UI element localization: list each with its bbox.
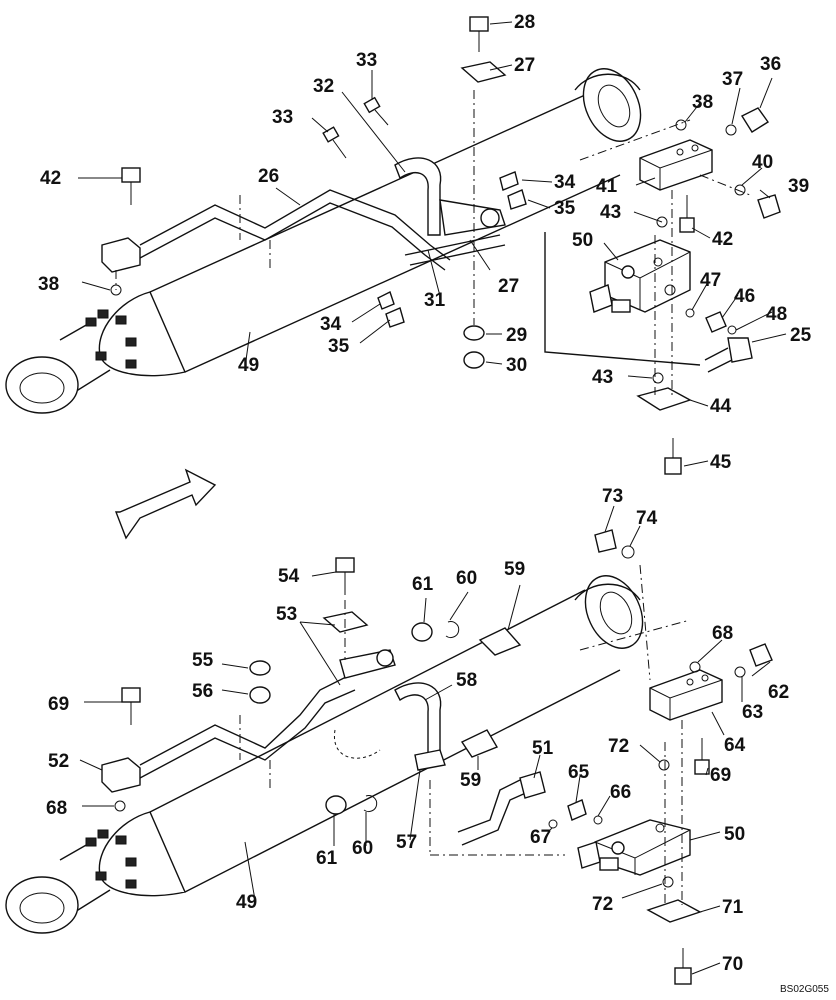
valve-block-50-lower: [577, 819, 691, 876]
callout-44: 44: [710, 396, 732, 417]
callout-62: 62: [768, 682, 789, 703]
callout-38: 38: [692, 92, 713, 113]
hose-51: [457, 771, 546, 846]
callout-56: 56: [192, 681, 213, 702]
callout-46: 46: [734, 286, 755, 307]
callout-60: 60: [456, 568, 477, 589]
mount-block-38-left: [101, 237, 141, 273]
callout-50: 50: [724, 824, 745, 845]
callout-34: 34: [554, 172, 576, 193]
callout-32: 32: [313, 76, 334, 97]
callout-54: 54: [278, 566, 300, 587]
callout-labels-upper: 28 27 33 32 33 26 42 36 37 38 40 39 41 3…: [38, 12, 812, 473]
clamp-band-lower: [339, 649, 446, 771]
lower-assembly: [5, 529, 773, 985]
callout-36: 36: [760, 54, 781, 75]
callout-71: 71: [722, 897, 744, 918]
callout-63: 63: [742, 702, 763, 723]
callout-67: 67: [530, 827, 551, 848]
callout-72: 72: [608, 736, 629, 757]
callout-31: 31: [424, 290, 446, 311]
callout-45: 45: [710, 452, 732, 473]
cylinder-barrel-upper: [5, 68, 642, 414]
callout-53: 53: [276, 604, 297, 625]
pipe-26: [139, 189, 451, 271]
callout-28: 28: [514, 12, 535, 33]
upper-centerlines: [115, 90, 751, 395]
mount-block-64: [649, 669, 723, 721]
upper-hardware: [110, 16, 781, 475]
callout-64: 64: [724, 735, 746, 756]
callout-59: 59: [504, 559, 525, 580]
callout-42: 42: [712, 229, 733, 250]
callout-49: 49: [236, 892, 257, 913]
callout-35: 35: [328, 336, 350, 357]
callout-42: 42: [40, 168, 61, 189]
callout-68: 68: [46, 798, 67, 819]
callout-29: 29: [506, 325, 527, 346]
callout-51: 51: [532, 738, 554, 759]
callout-73: 73: [602, 486, 623, 507]
callout-38: 38: [38, 274, 59, 295]
hose-25: [544, 232, 753, 373]
callout-33: 33: [356, 50, 377, 71]
callout-43: 43: [600, 202, 621, 223]
pipe-lower: [139, 674, 381, 790]
callout-48: 48: [766, 304, 787, 325]
callout-66: 66: [610, 782, 631, 803]
callout-55: 55: [192, 650, 214, 671]
callout-61: 61: [316, 848, 338, 869]
clamp-band-upper: [394, 157, 506, 266]
callout-74: 74: [636, 508, 658, 529]
callout-61: 61: [412, 574, 434, 595]
callout-58: 58: [456, 670, 477, 691]
gland-bolts-lower: [85, 829, 137, 889]
callout-68: 68: [712, 623, 733, 644]
callout-50: 50: [572, 230, 593, 251]
callout-69: 69: [48, 694, 69, 715]
callout-40: 40: [752, 152, 773, 173]
callout-72: 72: [592, 894, 613, 915]
gland-bolts-upper: [85, 309, 137, 369]
valve-block-50-upper: [589, 239, 691, 313]
callout-27: 27: [498, 276, 519, 297]
callout-33: 33: [272, 107, 293, 128]
callout-27: 27: [514, 55, 535, 76]
callout-57: 57: [396, 832, 417, 853]
callout-70: 70: [722, 954, 743, 975]
callout-34: 34: [320, 314, 342, 335]
callout-37: 37: [722, 69, 743, 90]
callout-43: 43: [592, 367, 613, 388]
mount-block-52: [101, 757, 141, 793]
cylinder-barrel-lower: [5, 575, 644, 934]
plate-44: [636, 387, 692, 411]
callout-25: 25: [790, 325, 812, 346]
direction-arrow-icon: [114, 468, 217, 540]
callout-49: 49: [238, 355, 259, 376]
callout-52: 52: [48, 751, 69, 772]
callout-labels-lower: 73 74 54 61 60 59 53 68 55 62 56 58 69 6…: [46, 486, 789, 975]
lower-centerlines: [344, 564, 691, 905]
upper-assembly: [5, 16, 781, 475]
callout-69: 69: [710, 765, 731, 786]
callout-59: 59: [460, 770, 481, 791]
callout-26: 26: [258, 166, 279, 187]
lower-hardware: [114, 529, 773, 985]
callout-60: 60: [352, 838, 373, 859]
drawing-code: BS02G055: [780, 984, 829, 995]
callout-39: 39: [788, 176, 809, 197]
callout-30: 30: [506, 355, 527, 376]
leader-lines: [78, 21, 787, 975]
callout-47: 47: [700, 270, 721, 291]
callout-65: 65: [568, 762, 590, 783]
callout-35: 35: [554, 198, 576, 219]
mount-block-41: [639, 139, 713, 191]
callout-41: 41: [596, 176, 618, 197]
plate-71: [646, 899, 702, 923]
